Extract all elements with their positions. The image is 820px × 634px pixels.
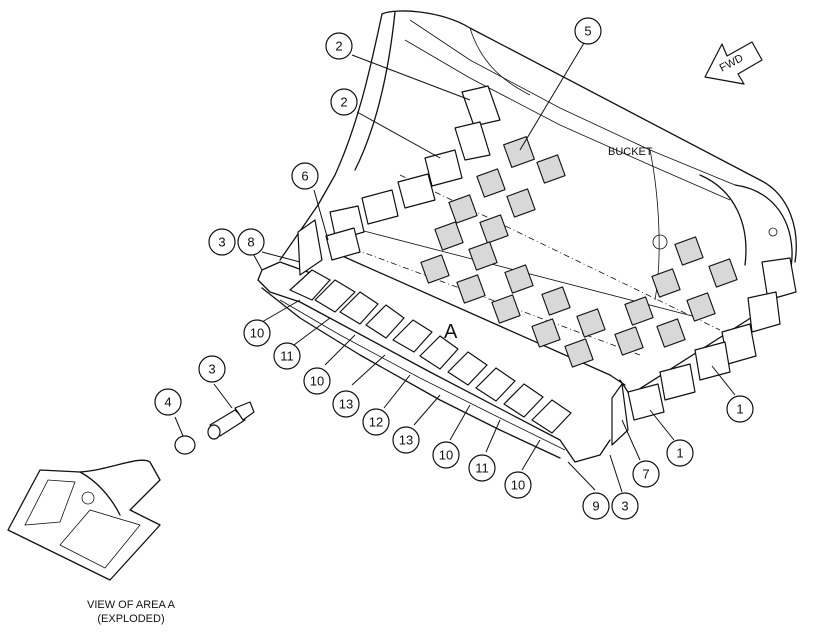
svg-text:1: 1	[676, 446, 683, 461]
svg-text:4: 4	[164, 395, 171, 410]
svg-text:3: 3	[208, 362, 215, 377]
callout-3-exploded: 3	[198, 355, 226, 383]
callout-1-right: 1	[726, 395, 754, 423]
svg-text:3: 3	[621, 499, 628, 514]
callout-3-left: 3	[208, 228, 236, 256]
svg-text:3: 3	[218, 235, 225, 250]
callout-1-lower: 1	[666, 439, 694, 467]
right-corner-guard	[611, 383, 629, 446]
callout-10-a: 10	[243, 319, 271, 347]
cutting-edge	[257, 261, 611, 463]
svg-text:6: 6	[301, 169, 308, 184]
svg-text:13: 13	[399, 433, 413, 448]
view-caption: VIEW OF AREA A (EXPLODED)	[46, 598, 216, 626]
svg-text:10: 10	[250, 326, 264, 341]
callout-7: 7	[632, 460, 660, 488]
callout-12: 12	[362, 408, 390, 436]
callout-3-bottom: 3	[611, 492, 639, 520]
callout-11-b: 11	[468, 454, 496, 482]
fwd-arrow-icon: FWD	[704, 41, 763, 85]
callout-5: 5	[574, 17, 602, 45]
callout-11-a: 11	[273, 342, 301, 370]
svg-text:1: 1	[736, 402, 743, 417]
leader-lines	[174, 42, 736, 493]
svg-text:10: 10	[511, 478, 525, 493]
side-wear-plates-right	[627, 257, 797, 421]
bucket-body	[279, 10, 797, 396]
callout-6: 6	[291, 162, 319, 190]
svg-text:2: 2	[335, 39, 342, 54]
callout-13-a: 13	[332, 390, 360, 418]
bucket-label: BUCKET	[608, 146, 653, 158]
callout-13-b: 13	[392, 426, 420, 454]
left-corner-guard	[297, 219, 323, 276]
svg-text:7: 7	[642, 467, 649, 482]
svg-text:10: 10	[439, 448, 453, 463]
svg-text:13: 13	[339, 397, 353, 412]
callout-10-d: 10	[504, 471, 532, 499]
svg-text:11: 11	[280, 349, 294, 364]
callout-2-lower: 2	[330, 88, 358, 116]
svg-text:8: 8	[247, 235, 254, 250]
wear-buttons	[420, 136, 738, 368]
exploded-view	[7, 401, 255, 581]
svg-text:11: 11	[475, 461, 489, 476]
callout-10-c: 10	[432, 441, 460, 469]
svg-text:2: 2	[340, 95, 347, 110]
area-a-label: A	[444, 321, 458, 343]
view-caption-line2: (EXPLODED)	[97, 613, 165, 625]
callout-4: 4	[154, 388, 182, 416]
callout-10-b: 10	[303, 367, 331, 395]
callout-9: 9	[582, 492, 610, 520]
svg-text:5: 5	[584, 24, 591, 39]
svg-text:9: 9	[592, 499, 599, 514]
svg-text:10: 10	[310, 374, 324, 389]
svg-text:12: 12	[369, 415, 383, 430]
edge-adapters	[289, 269, 572, 434]
callout-8: 8	[237, 228, 265, 256]
side-wear-plates-left	[325, 85, 501, 261]
view-caption-line1: VIEW OF AREA A	[86, 599, 176, 611]
callout-2-upper: 2	[325, 32, 353, 60]
